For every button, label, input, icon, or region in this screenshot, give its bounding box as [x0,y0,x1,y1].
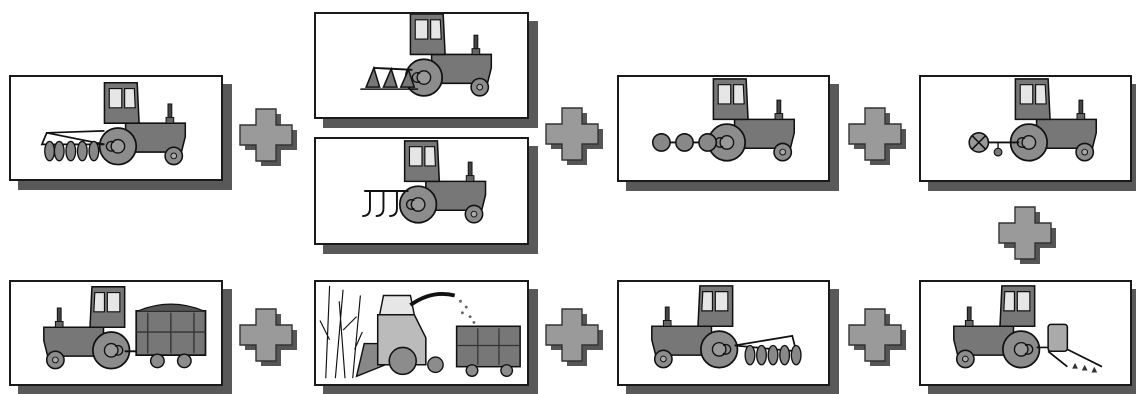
panel-seed-drill [919,75,1132,182]
plus-icon [848,107,907,166]
tractor-plow-illustration [360,14,493,97]
panel-chisel-cultivator [314,137,529,245]
plus-icon [239,108,298,167]
plus-icon [848,308,907,367]
panel-disc-harrow-rear [617,280,830,386]
plus-icon [545,107,604,166]
tractor-disc-harrow-illustration [40,81,187,166]
panel-grain-trailer [9,280,223,386]
tractor-roller-illustration [651,78,796,162]
panel-disc-harrow [9,75,223,181]
plus-icon [998,206,1057,265]
tractor-sprayer-illustration [952,284,1103,373]
tractor-cultivator-illustration [362,140,487,224]
panel-roller [617,75,830,182]
tractor-disc-harrow-illustration [650,284,802,369]
panel-moldboard-plow [314,12,529,119]
panel-forage-harvester [314,280,529,386]
tractor-trailer-illustration [42,285,207,370]
panel-sprayer [919,280,1132,386]
tractor-seed-drill-illustration [968,78,1098,162]
plus-icon [239,308,298,367]
plus-icon [545,308,604,367]
forage-harvester-illustration [319,285,521,379]
